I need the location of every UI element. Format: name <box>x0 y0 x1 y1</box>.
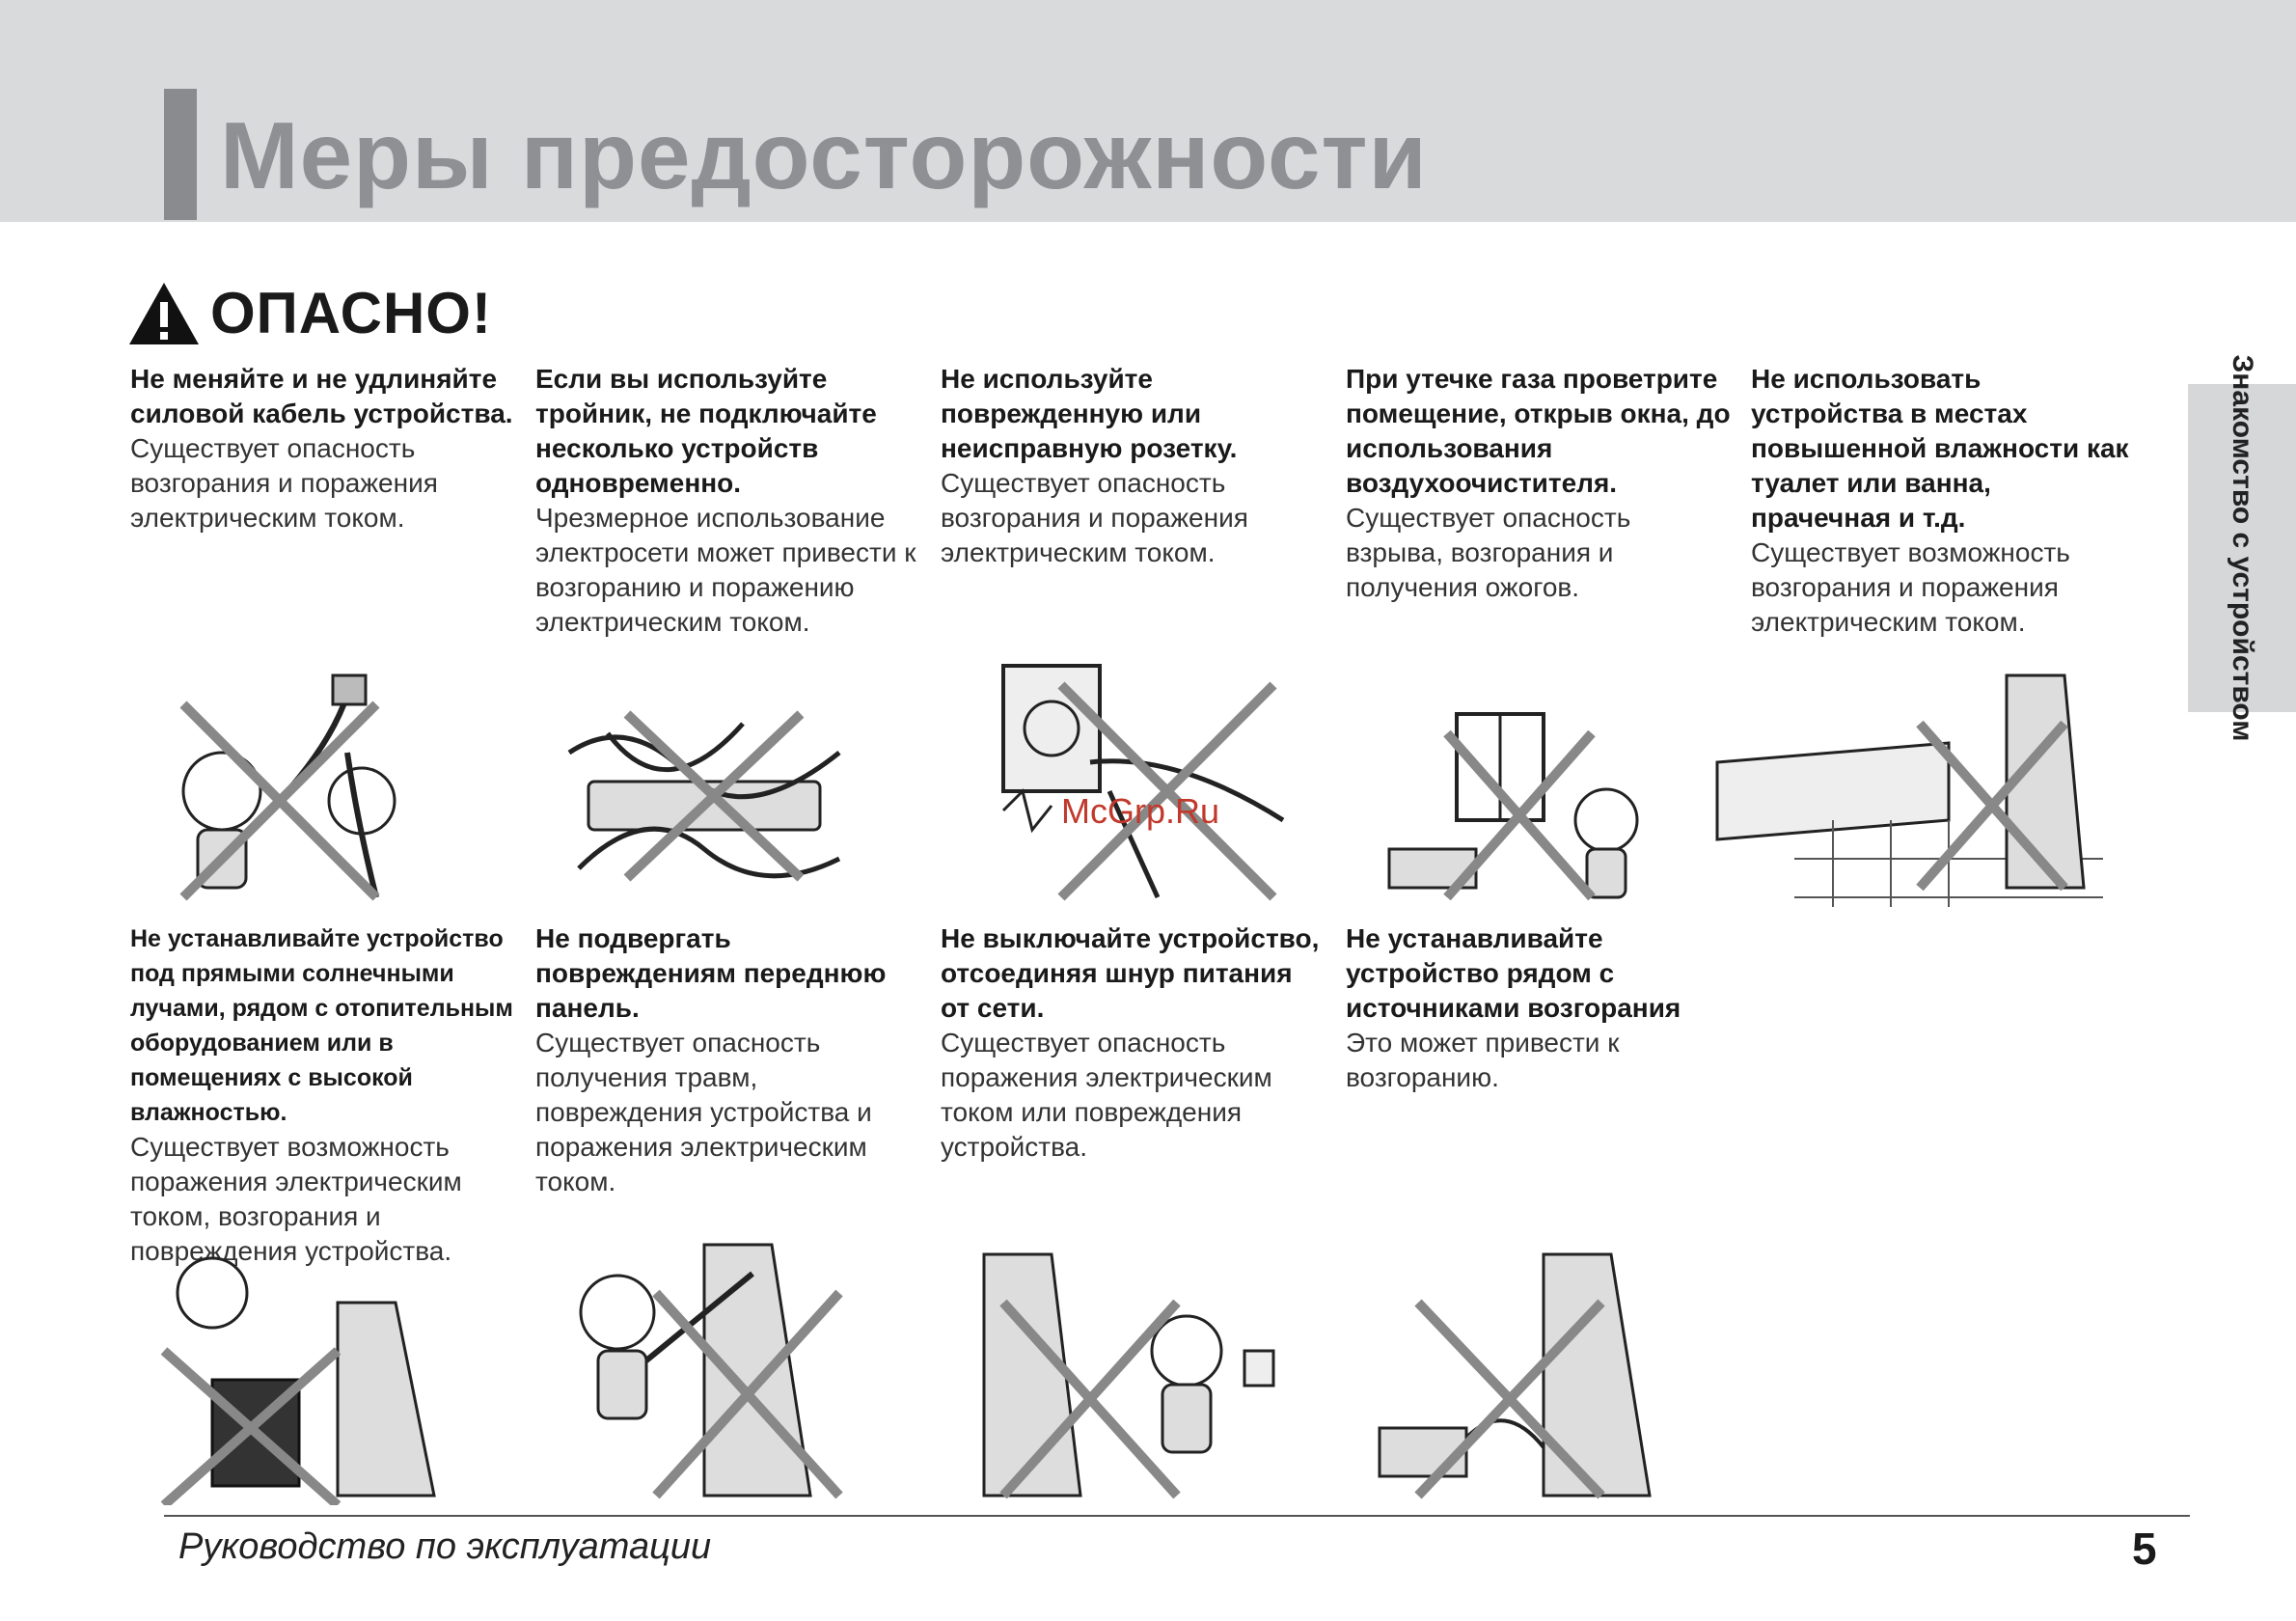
illustration-bathroom <box>1715 673 2103 907</box>
illustration-gas-leak <box>1387 712 1639 901</box>
warning-block-1: Не меняйте и не удлиняйте силовой кабель… <box>130 362 516 536</box>
warning-block-6: Не устанавливайте устройство под прямыми… <box>130 921 516 1269</box>
warning-text: Существует возможность возгорания и пора… <box>1751 537 2070 637</box>
footer-divider <box>164 1515 2190 1517</box>
warning-text: Существует опасность возгорания и пораже… <box>941 468 1248 567</box>
warning-heading: Не выключайте устройство, отсоединяя шну… <box>941 923 1320 1023</box>
warning-heading: Если вы используйте тройник, не подключа… <box>535 364 877 498</box>
warning-block-3: Не используйте поврежденную или неисправ… <box>941 362 1326 570</box>
illustration-sun-heater <box>160 1256 436 1505</box>
warning-heading: Не использовать устройства в местах повы… <box>1751 364 2129 533</box>
warning-block-7: Не подвергать повреждениям переднюю пане… <box>535 921 921 1199</box>
warning-heading: Не устанавливайте устройство рядом с ист… <box>1346 923 1681 1023</box>
illustration-power-cord <box>179 673 396 901</box>
title-accent-bar <box>164 89 197 220</box>
warning-heading: Не меняйте и не удлиняйте силовой кабель… <box>130 364 513 428</box>
warning-text: Существует опасность поражения электриче… <box>941 1028 1272 1162</box>
warning-text: Чрезмерное использование электросети мож… <box>535 503 916 637</box>
warning-block-8: Не выключайте устройство, отсоединяя шну… <box>941 921 1326 1165</box>
warning-heading: Не подвергать повреждениям переднюю пане… <box>535 923 887 1023</box>
danger-heading: ОПАСНО! <box>127 280 492 346</box>
warning-text: Существует опасность получения травм, по… <box>535 1028 872 1196</box>
warning-heading: Не устанавливайте устройство под прямыми… <box>130 925 513 1126</box>
warning-text: Существует опасность возгорания и пораже… <box>130 433 438 533</box>
warning-block-9: Не устанавливайте устройство рядом с ист… <box>1346 921 1732 1095</box>
side-tab: Знакомство с устройством <box>2188 354 2296 742</box>
page-number: 5 <box>2132 1524 2157 1574</box>
warning-text: Это может привести к возгоранию. <box>1346 1028 1620 1092</box>
illustration-unplug <box>982 1252 1275 1499</box>
illustration-front-panel <box>579 1243 843 1499</box>
illustration-damaged-socket <box>1001 664 1285 901</box>
warning-heading: Не используйте поврежденную или неисправ… <box>941 364 1238 463</box>
warning-text: Существует возможность поражения электри… <box>130 1132 462 1266</box>
warning-triangle-icon <box>129 282 199 344</box>
footer-text: Руководство по эксплуатации <box>178 1526 712 1567</box>
warning-block-4: При утечке газа проветрите помещение, от… <box>1346 362 1732 605</box>
danger-label: ОПАСНО! <box>210 281 492 345</box>
illustration-multi-plug <box>567 710 841 882</box>
illustration-fire-source <box>1378 1252 1652 1499</box>
watermark: McGrp.Ru <box>1061 791 1220 831</box>
header-band <box>0 0 2296 222</box>
page-title: Меры предосторожности <box>220 102 1428 208</box>
warning-heading: При утечке газа проветрите помещение, от… <box>1346 364 1731 498</box>
side-tab-label: Знакомство с устройством <box>2227 354 2258 742</box>
warning-block-5: Не использовать устройства в местах повы… <box>1751 362 2137 640</box>
warning-block-2: Если вы используйте тройник, не подключа… <box>535 362 921 640</box>
warning-text: Существует опасность взрыва, возгорания … <box>1346 503 1631 602</box>
